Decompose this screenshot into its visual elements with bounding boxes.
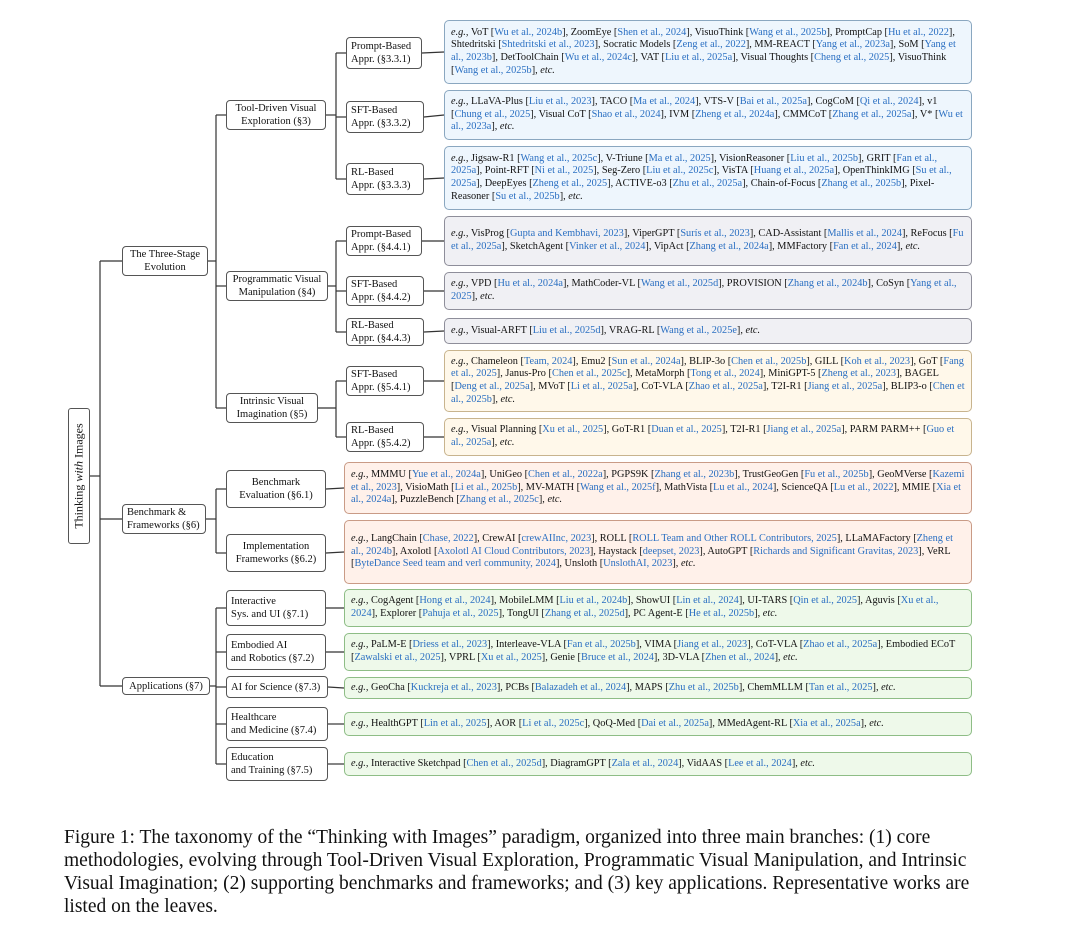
- application-leaf-3: e.g., HealthGPT [Lin et al., 2025], AOR …: [344, 712, 972, 736]
- approach-0-0: Prompt-Based Appr. (§3.3.1): [346, 37, 422, 69]
- leaf-2-0: e.g., Chameleon [Team, 2024], Emu2 [Sun …: [444, 350, 972, 412]
- approach-1-0: Prompt-Based Appr. (§4.4.1): [346, 226, 422, 256]
- application-category-4: Education and Training (§7.5): [226, 747, 328, 781]
- category-2-label: Intrinsic Visual Imagination (§5): [236, 396, 308, 420]
- leaf-1-1: e.g., VPD [Hu et al., 2024a], MathCoder-…: [444, 272, 972, 310]
- leaf-0-1-text: e.g., LLaVA-Plus [Liu et al., 2023], TAC…: [451, 96, 963, 133]
- branch-applications-label: Applications (§7): [129, 680, 203, 692]
- leaf-0-0: e.g., VoT [Wu et al., 2024b], ZoomEye [S…: [444, 20, 972, 84]
- application-leaf-1: e.g., PaLM-E [Driess et al., 2023], Inte…: [344, 633, 972, 671]
- leaf-0-2-text: e.g., Jigsaw-R1 [Wang et al., 2025c], V-…: [451, 152, 952, 202]
- approach-0-2-label: RL-Based Appr. (§3.3.3): [351, 167, 411, 191]
- category-1: Programmatic Visual Manipulation (§4): [226, 271, 328, 301]
- benchmark-category-1: Implementation Frameworks (§6.2): [226, 534, 326, 572]
- application-category-0-label: Interactive Sys. and UI (§7.1): [231, 596, 309, 620]
- application-category-3: Healthcare and Medicine (§7.4): [226, 707, 328, 741]
- application-leaf-4: e.g., Interactive Sketchpad [Chen et al.…: [344, 752, 972, 776]
- leaf-connector: [423, 177, 445, 180]
- branch-three-stage-evolution: The Three-Stage Evolution: [122, 246, 208, 276]
- approach-2-0-label: SFT-Based Appr. (§5.4.1): [351, 369, 411, 393]
- leaf-1-0-text: e.g., VisProg [Gupta and Kembhavi, 2023]…: [451, 228, 964, 252]
- category-2: Intrinsic Visual Imagination (§5): [226, 393, 318, 423]
- application-category-1: Embodied AI and Robotics (§7.2): [226, 634, 326, 670]
- application-leaf-4-text: e.g., Interactive Sketchpad [Chen et al.…: [351, 757, 815, 769]
- approach-1-1: SFT-Based Appr. (§4.4.2): [346, 276, 424, 306]
- benchmark-category-0-label: Benchmark Evaluation (§6.1): [239, 477, 313, 501]
- leaf-connector: [421, 51, 445, 54]
- application-leaf-1-text: e.g., PaLM-E [Driess et al., 2023], Inte…: [351, 639, 956, 663]
- application-leaf-0: e.g., CogAgent [Hong et al., 2024], Mobi…: [344, 589, 972, 627]
- leaf-1-0: e.g., VisProg [Gupta and Kembhavi, 2023]…: [444, 216, 972, 266]
- leaf-connector: [325, 487, 345, 490]
- leaf-connector: [327, 686, 345, 689]
- branch-benchmark-frameworks: Benchmark & Frameworks (§6): [122, 504, 206, 534]
- category-0: Tool-Driven Visual Exploration (§3): [226, 100, 326, 130]
- figure-caption: Figure 1: The taxonomy of the “Thinking …: [64, 827, 970, 917]
- application-category-4-label: Education and Training (§7.5): [231, 752, 313, 776]
- leaf-0-2: e.g., Jigsaw-R1 [Wang et al., 2025c], V-…: [444, 146, 972, 210]
- approach-2-1-label: RL-Based Appr. (§5.4.2): [351, 425, 411, 449]
- leaf-2-1-text: e.g., Visual Planning [Xu et al., 2025],…: [451, 424, 955, 448]
- leaf-0-1: e.g., LLaVA-Plus [Liu et al., 2023], TAC…: [444, 90, 972, 140]
- leaf-0-0-text: e.g., VoT [Wu et al., 2024b], ZoomEye [S…: [451, 26, 956, 76]
- root-node: Thinking with Images: [68, 408, 90, 544]
- benchmark-leaf-1: e.g., LangChain [Chase, 2022], CrewAI [c…: [344, 520, 972, 584]
- category-1-label: Programmatic Visual Manipulation (§4): [232, 274, 322, 298]
- benchmark-leaf-1-text: e.g., LangChain [Chase, 2022], CrewAI [c…: [351, 533, 953, 570]
- application-leaf-2: e.g., GeoCha [Kuckreja et al., 2023], PC…: [344, 677, 972, 699]
- approach-1-1-label: SFT-Based Appr. (§4.4.2): [351, 279, 411, 303]
- application-leaf-3-text: e.g., HealthGPT [Lin et al., 2025], AOR …: [351, 717, 884, 729]
- benchmark-category-0: Benchmark Evaluation (§6.1): [226, 470, 326, 508]
- approach-0-0-label: Prompt-Based Appr. (§3.3.1): [351, 41, 412, 65]
- connector-lines: [90, 51, 445, 765]
- application-category-1-label: Embodied AI and Robotics (§7.2): [231, 640, 315, 664]
- approach-0-1-label: SFT-Based Appr. (§3.3.2): [351, 105, 411, 129]
- approach-1-2: RL-Based Appr. (§4.4.3): [346, 318, 424, 346]
- taxonomy-diagram: The Three-Stage Evolution Tool-Driven Vis…: [68, 20, 972, 781]
- leaf-2-0-text: e.g., Chameleon [Team, 2024], Emu2 [Sun …: [451, 355, 965, 405]
- approach-2-1: RL-Based Appr. (§5.4.2): [346, 422, 424, 452]
- application-category-2-label: AI for Science (§7.3): [231, 681, 321, 693]
- application-category-3-label: Healthcare and Medicine (§7.4): [231, 712, 317, 736]
- benchmark-category-1-label: Implementation Frameworks (§6.2): [235, 541, 317, 565]
- application-leaf-2-text: e.g., GeoCha [Kuckreja et al., 2023], PC…: [351, 681, 896, 693]
- approach-0-1: SFT-Based Appr. (§3.3.2): [346, 101, 424, 133]
- leaf-1-2-text: e.g., Visual-ARFT [Liu et al., 2025d], V…: [451, 324, 761, 336]
- leaf-connector: [325, 551, 345, 554]
- branch-three-stage-evolution-label: The Three-Stage Evolution: [129, 249, 201, 273]
- root-label: Thinking with Images: [71, 423, 86, 529]
- approach-2-0: SFT-Based Appr. (§5.4.1): [346, 366, 424, 396]
- application-leaf-0-text: e.g., CogAgent [Hong et al., 2024], Mobi…: [351, 595, 939, 619]
- leaf-2-1: e.g., Visual Planning [Xu et al., 2025],…: [444, 418, 972, 456]
- benchmark-leaf-0: e.g., MMMU [Yue et al., 2024a], UniGeo […: [344, 462, 972, 514]
- approach-1-0-label: Prompt-Based Appr. (§4.4.1): [351, 229, 412, 253]
- leaf-1-2: e.g., Visual-ARFT [Liu et al., 2025d], V…: [444, 318, 972, 344]
- application-category-0: Interactive Sys. and UI (§7.1): [226, 590, 326, 626]
- application-category-2: AI for Science (§7.3): [226, 676, 328, 698]
- approach-1-2-label: RL-Based Appr. (§4.4.3): [351, 320, 411, 344]
- benchmark-leaf-0-text: e.g., MMMU [Yue et al., 2024a], UniGeo […: [351, 469, 965, 506]
- leaf-connector: [423, 330, 445, 333]
- category-0-label: Tool-Driven Visual Exploration (§3): [235, 103, 317, 127]
- leaf-connector: [423, 114, 445, 118]
- leaf-1-1-text: e.g., VPD [Hu et al., 2024a], MathCoder-…: [451, 278, 957, 302]
- branch-benchmark-frameworks-label: Benchmark & Frameworks (§6): [127, 507, 200, 531]
- approach-0-2: RL-Based Appr. (§3.3.3): [346, 163, 424, 195]
- branch-applications: Applications (§7): [122, 677, 210, 695]
